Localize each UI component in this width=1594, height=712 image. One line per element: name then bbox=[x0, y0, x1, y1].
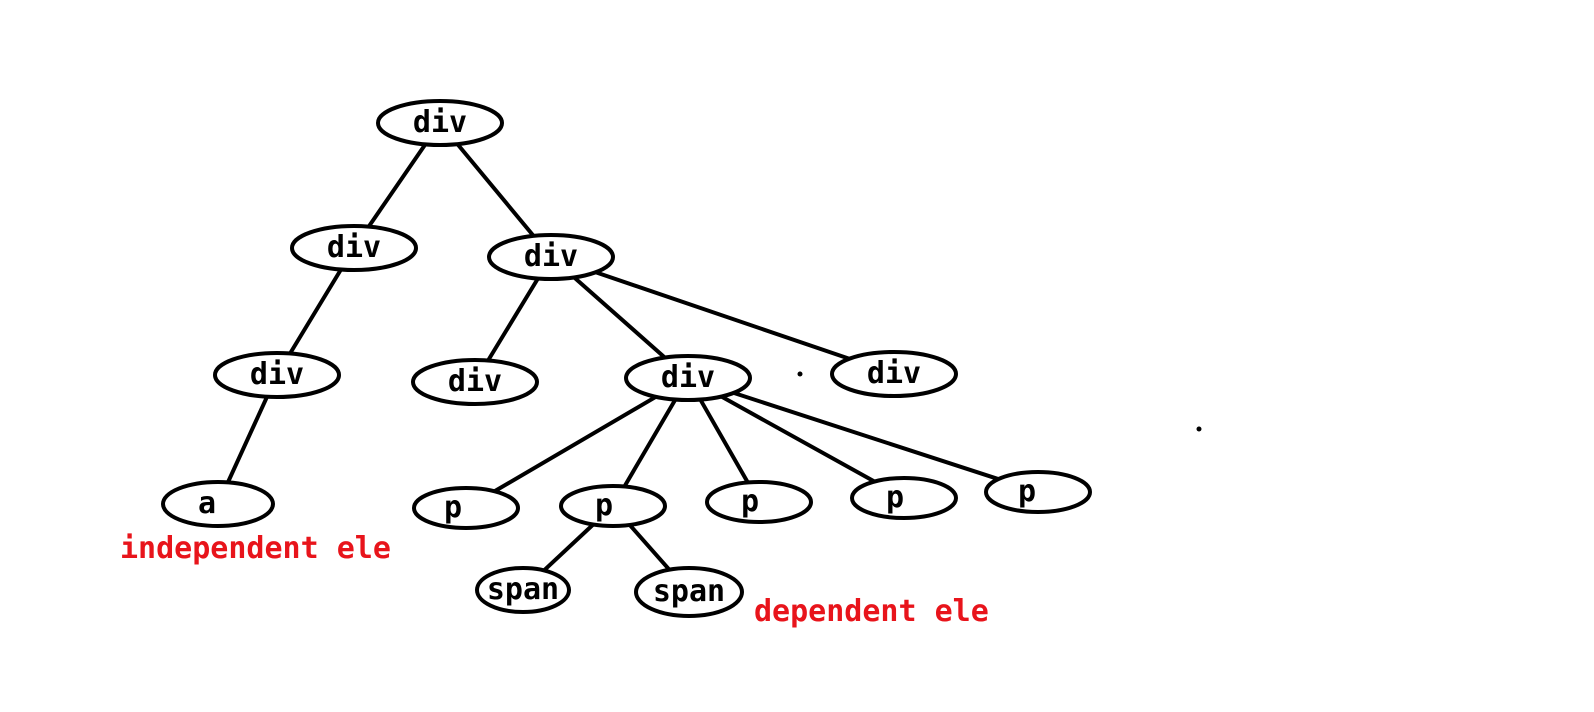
tree-edge-div-right-to-div-r2 bbox=[572, 275, 667, 360]
node-ellipse bbox=[161, 480, 275, 528]
node-ellipse bbox=[411, 358, 539, 406]
tree-node-span2: span bbox=[634, 566, 744, 618]
tree-edge-root-to-div-right bbox=[455, 142, 536, 238]
node-ellipse bbox=[559, 484, 667, 528]
node-label: p bbox=[1018, 474, 1036, 509]
tree-node-p4: p bbox=[850, 476, 958, 520]
stray-dot bbox=[1196, 426, 1202, 432]
tree-node-div-right: div bbox=[487, 233, 615, 281]
node-label: div bbox=[250, 357, 304, 392]
nodes-layer: div div div div div div div a p p p p p span span bbox=[161, 99, 1092, 618]
node-ellipse bbox=[830, 350, 958, 398]
tree-edge-root-to-div-left bbox=[366, 142, 428, 229]
tree-node-p5: p bbox=[984, 470, 1092, 514]
tree-edge-div-r2-to-p1 bbox=[492, 394, 658, 494]
node-label: a bbox=[198, 486, 216, 521]
tree-edge-div-right-to-div-r1 bbox=[486, 276, 540, 363]
edges-layer bbox=[225, 142, 1001, 573]
node-label: p bbox=[741, 484, 759, 519]
tree-node-div-r3: div bbox=[830, 350, 958, 398]
node-ellipse bbox=[475, 566, 571, 614]
node-label: span bbox=[653, 574, 725, 609]
node-ellipse bbox=[487, 233, 615, 281]
node-label: p bbox=[444, 490, 462, 525]
tree-edge-div-left-to-div-left-child bbox=[288, 267, 343, 356]
tree-node-p3: p bbox=[705, 480, 813, 524]
tree-node-div-left-child: div bbox=[213, 351, 341, 399]
node-label: div bbox=[413, 105, 467, 140]
node-ellipse bbox=[290, 224, 418, 272]
node-ellipse bbox=[634, 566, 744, 618]
tree-node-span1: span bbox=[475, 566, 571, 614]
tree-node-div-left: div bbox=[290, 224, 418, 272]
node-label: div bbox=[661, 360, 715, 395]
tree-edge-div-r2-to-p5 bbox=[731, 390, 1001, 482]
node-label: p bbox=[886, 480, 904, 515]
node-ellipse bbox=[984, 470, 1092, 514]
node-ellipse bbox=[850, 476, 958, 520]
tree-node-p1: p bbox=[412, 486, 520, 530]
node-ellipse bbox=[213, 351, 341, 399]
tree-edge-p2-to-span2 bbox=[627, 522, 672, 572]
tree-node-a-node: a bbox=[161, 480, 275, 528]
tree-node-root: div bbox=[376, 99, 504, 147]
tree-edge-div-left-child-to-a-node bbox=[225, 394, 270, 485]
node-label: div bbox=[448, 364, 502, 399]
tree-edge-div-r2-to-p3 bbox=[698, 397, 750, 485]
node-ellipse bbox=[705, 480, 813, 524]
node-ellipse bbox=[412, 486, 520, 530]
node-label: div bbox=[867, 356, 921, 391]
node-label: span bbox=[487, 572, 559, 607]
dependent-element-label: dependent ele bbox=[754, 594, 989, 629]
independent-element-label: independent ele bbox=[120, 531, 391, 566]
stray-dot bbox=[797, 371, 803, 377]
node-ellipse bbox=[376, 99, 504, 147]
node-label: div bbox=[327, 230, 381, 265]
node-label: p bbox=[595, 488, 613, 523]
tree-edge-div-right-to-div-r3 bbox=[593, 270, 852, 361]
node-label: div bbox=[524, 239, 578, 274]
tree-node-div-r2: div bbox=[624, 354, 752, 402]
tree-node-p2: p bbox=[559, 484, 667, 528]
tree-edge-div-r2-to-p2 bbox=[622, 397, 678, 489]
node-ellipse bbox=[624, 354, 752, 402]
tree-edge-div-r2-to-p4 bbox=[719, 394, 877, 484]
tree-edge-p2-to-span1 bbox=[541, 522, 596, 573]
tree-node-div-r1: div bbox=[411, 358, 539, 406]
